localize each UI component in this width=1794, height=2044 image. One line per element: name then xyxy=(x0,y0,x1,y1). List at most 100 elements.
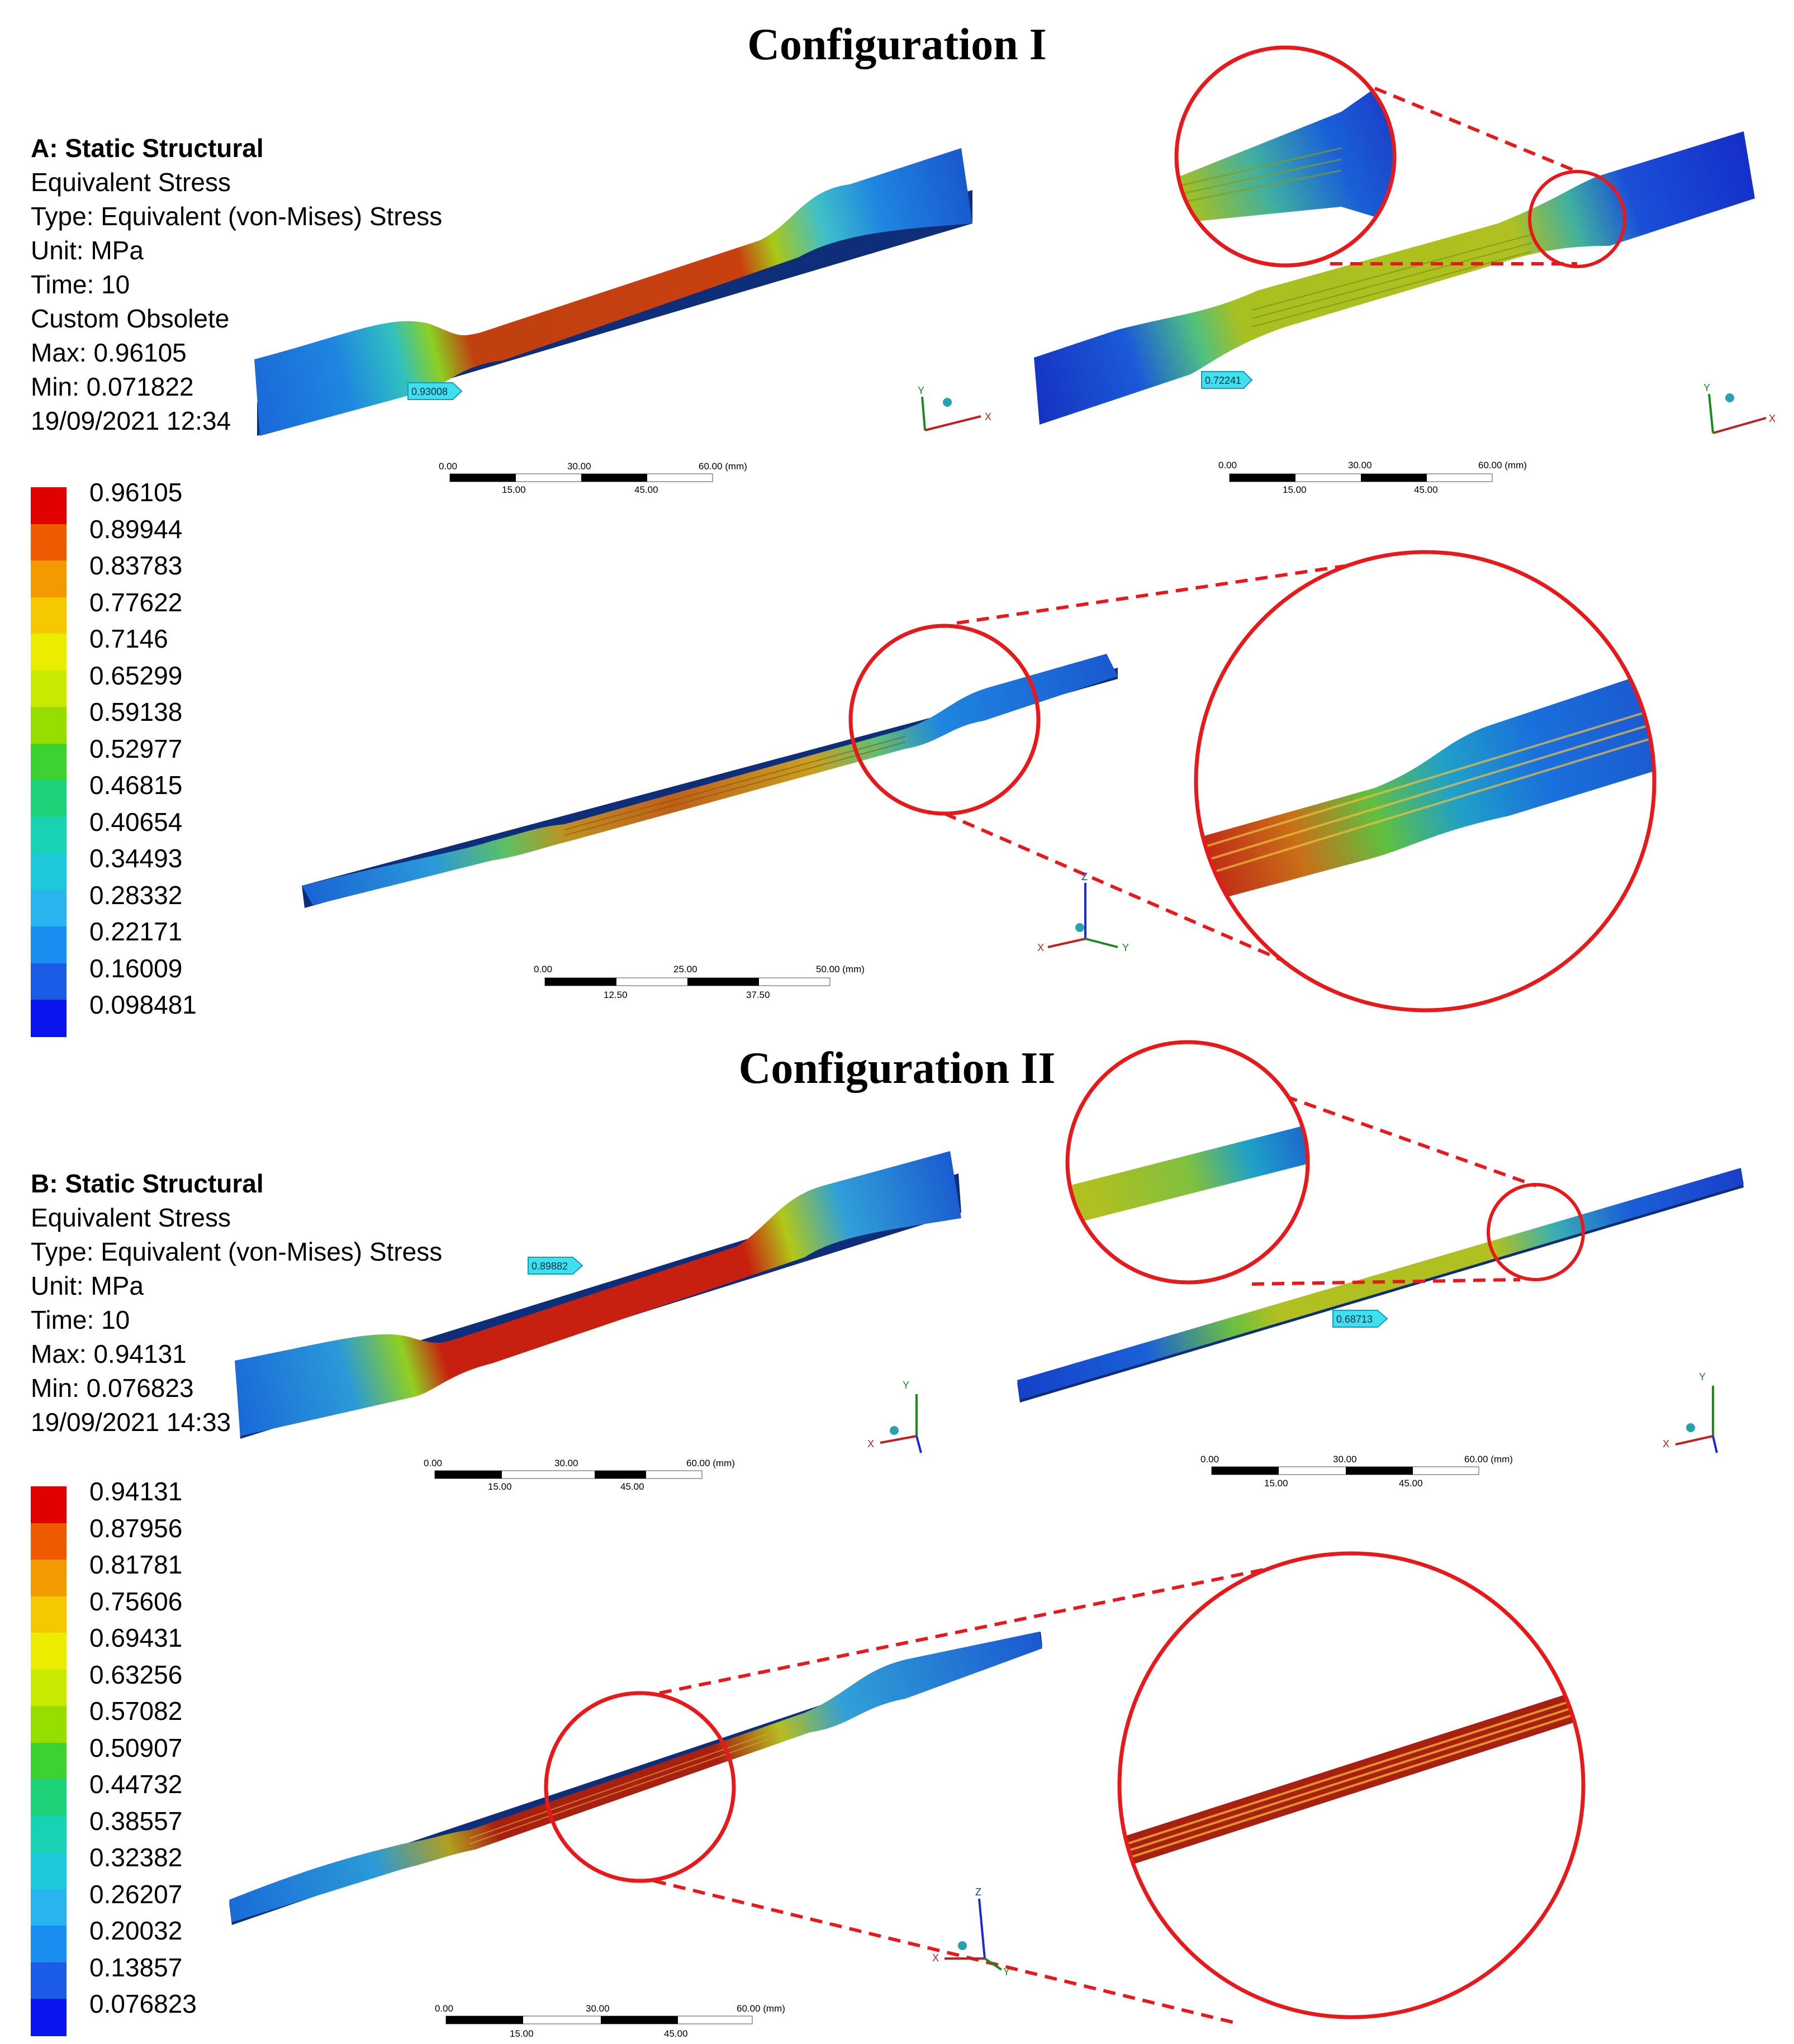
svg-text:30.00: 30.00 xyxy=(554,1458,578,1468)
zoom-marker-circle-bottom xyxy=(544,1691,736,1883)
svg-text:30.00: 30.00 xyxy=(1348,460,1372,470)
scale-bar-mid: 0.00 25.00 50.00 (mm) 12.50 37.50 xyxy=(534,964,865,1000)
zoom-inset-bottom xyxy=(1119,1553,1583,2017)
svg-text:Y: Y xyxy=(918,385,924,396)
zoom-inset-circle xyxy=(1174,45,1397,268)
axis-triad-mid: Z X Y xyxy=(1037,871,1129,953)
legend-swatch xyxy=(31,816,67,854)
probe-tag-right: 0.72241 xyxy=(1201,371,1253,389)
config1-info-block: A: Static Structural Equivalent Stress T… xyxy=(31,131,442,438)
legend-swatch xyxy=(31,1889,67,1926)
legend-value: 0.77622 xyxy=(89,587,183,617)
legend-value: 0.26207 xyxy=(89,1879,183,1909)
svg-text:Y: Y xyxy=(903,1380,909,1391)
isometric-specimen-top-2 xyxy=(229,1632,1042,1922)
svg-text:15.00: 15.00 xyxy=(510,2028,534,2039)
legend-swatch xyxy=(31,780,67,817)
info-type: Type: Equivalent (von-Mises) Stress xyxy=(31,202,443,231)
info-analysis-name: B: Static Structural xyxy=(31,1169,264,1198)
info-time: Time: 10 xyxy=(31,270,130,299)
svg-text:X: X xyxy=(932,1952,939,1964)
zoom-inset-top-right xyxy=(1176,47,1394,265)
svg-text:0.00: 0.00 xyxy=(424,1458,442,1468)
zoom-inset-circle-bottom xyxy=(1117,1551,1586,2019)
svg-text:37.50: 37.50 xyxy=(746,990,770,1000)
axis-triad-bottom: Z X Y xyxy=(932,1886,1010,1978)
legend-value: 0.81781 xyxy=(89,1550,183,1579)
svg-text:Y: Y xyxy=(1699,1371,1706,1382)
legend-swatch xyxy=(31,1596,67,1633)
legend-swatch xyxy=(31,634,67,671)
legend-swatch xyxy=(31,1706,67,1743)
info-result-name: Equivalent Stress xyxy=(31,168,231,197)
legend-swatch xyxy=(31,1000,67,1037)
legend-swatch xyxy=(31,1926,67,1963)
legend-value: 0.89944 xyxy=(89,514,183,544)
svg-text:Y: Y xyxy=(1003,1966,1010,1978)
info-custom: Custom Obsolete xyxy=(31,304,230,333)
legend-value: 0.46815 xyxy=(89,771,183,800)
specimen-top-face-2 xyxy=(235,1151,961,1436)
scale-bar-top-left: 0.00 30.00 60.00 (mm) 15.00 45.00 xyxy=(439,461,747,495)
legend-swatch xyxy=(31,1669,67,1706)
legend-value: 0.20032 xyxy=(89,1916,183,1945)
scale-bar-top-right-2: 0.00 30.00 60.00 (mm) 15.00 45.00 xyxy=(1200,1454,1513,1489)
legend-swatch xyxy=(31,1815,67,1853)
svg-text:15.00: 15.00 xyxy=(502,484,526,495)
legend-swatch xyxy=(31,890,67,927)
legend-swatch xyxy=(31,597,67,634)
legend-swatch xyxy=(31,963,67,1000)
svg-text:X: X xyxy=(867,1438,874,1449)
svg-text:30.00: 30.00 xyxy=(586,2003,610,2014)
svg-text:Z: Z xyxy=(975,1886,981,1898)
config2-specimen-view: 0.89882 xyxy=(235,1151,961,1439)
svg-text:0.00: 0.00 xyxy=(534,964,552,975)
axis-triad-top-right: Y X xyxy=(1703,382,1776,434)
svg-text:15.00: 15.00 xyxy=(1264,1478,1288,1489)
legend-value: 0.65299 xyxy=(89,660,183,690)
legend-swatch xyxy=(31,1560,67,1597)
legend-value: 0.28332 xyxy=(89,880,183,910)
legend-swatch xyxy=(31,743,67,781)
config1-specimen-view: 0.93008 xyxy=(254,148,972,436)
probe-tag-left-2: 0.89882 xyxy=(528,1257,583,1275)
svg-text:60.00 (mm): 60.00 (mm) xyxy=(699,461,747,472)
svg-text:X: X xyxy=(1037,942,1044,953)
legend-value: 0.38557 xyxy=(89,1806,183,1836)
config2-isometric-view xyxy=(229,1551,1586,2024)
info-min: Min: 0.076823 xyxy=(31,1373,194,1403)
svg-text:25.00: 25.00 xyxy=(673,964,697,975)
legend-swatch xyxy=(31,1999,67,2036)
info-analysis-name: A: Static Structural xyxy=(31,134,264,163)
legend-value: 0.63256 xyxy=(89,1660,183,1689)
svg-text:50.00 (mm): 50.00 (mm) xyxy=(816,964,865,975)
zoom-inset-circle-mid xyxy=(1194,550,1657,1013)
info-max: Max: 0.96105 xyxy=(31,338,187,367)
svg-text:60.00 (mm): 60.00 (mm) xyxy=(1464,1454,1513,1465)
svg-text:15.00: 15.00 xyxy=(1283,484,1307,495)
svg-text:0.00: 0.00 xyxy=(439,461,457,472)
axis-triad-top-right-2: Y X xyxy=(1663,1371,1718,1453)
legend-swatch xyxy=(31,560,67,598)
svg-text:12.50: 12.50 xyxy=(604,990,628,1000)
svg-text:0.00: 0.00 xyxy=(435,2003,453,2014)
legend-value: 0.22171 xyxy=(89,917,183,946)
legend-swatch xyxy=(31,1523,67,1560)
svg-text:30.00: 30.00 xyxy=(1333,1454,1357,1465)
config2-layered-view: 0.68713 xyxy=(1017,1040,1744,1403)
svg-text:X: X xyxy=(1663,1438,1669,1449)
legend-swatch xyxy=(31,853,67,891)
svg-text:Z: Z xyxy=(1081,871,1088,882)
isometric-specimen-top xyxy=(302,654,1118,905)
legend-value: 0.83783 xyxy=(89,551,183,580)
legend-value: 0.44732 xyxy=(89,1770,183,1799)
legend-value: 0.32382 xyxy=(89,1843,183,1872)
svg-text:Y: Y xyxy=(1703,382,1710,393)
svg-text:60.00 (mm): 60.00 (mm) xyxy=(686,1458,735,1468)
layer-lines xyxy=(1251,234,1532,327)
scale-bar-top-right: 0.00 30.00 60.00 (mm) 15.00 45.00 xyxy=(1218,460,1527,495)
legend-value: 0.96105 xyxy=(89,478,183,507)
legend-value: 0.076823 xyxy=(89,1989,197,2018)
legend-swatch xyxy=(31,1633,67,1670)
svg-text:X: X xyxy=(985,411,991,422)
